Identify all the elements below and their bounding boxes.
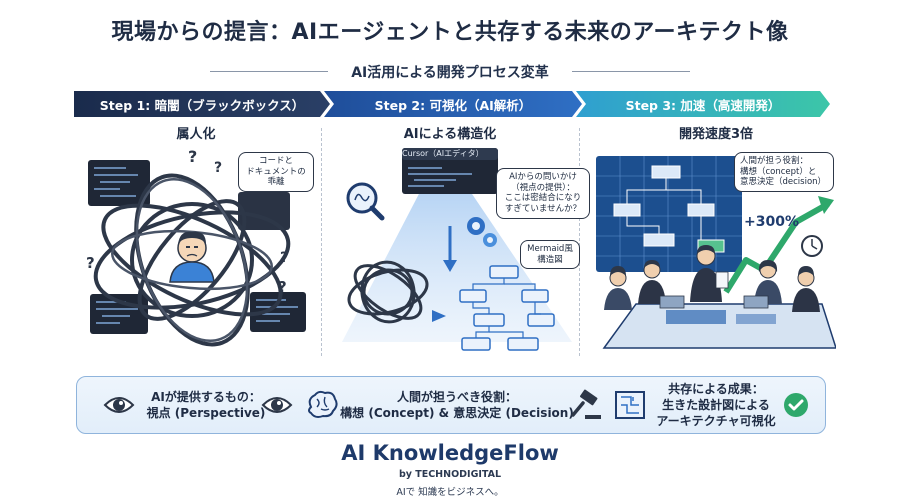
ai-question-bubble: AIからの問いかけ （視点の提供）： ここは密結合になり すぎていませんか？ (496, 168, 590, 219)
column-divider-1 (321, 128, 322, 356)
small-tangle (347, 260, 429, 324)
laptop-icon (743, 295, 769, 309)
step-3-title: 開発速度3倍 (678, 127, 754, 142)
question-icon: ? (86, 254, 95, 272)
column-divider-2 (579, 128, 580, 356)
summary-ai-provides: AIが提供するもの： 視点 (Perspective) (146, 389, 266, 420)
step-1-title: 属人化 (176, 127, 216, 142)
ai-structuring-illustration (342, 148, 572, 351)
mermaid-diagram-bubble: Mermaid風 構造図 (520, 240, 580, 270)
down-arrow (443, 260, 457, 272)
step-1-bubble: コードと ドキュメントの 乖離 (238, 152, 314, 192)
step-1-chevron: Step 1: 暗闇（ブラックボックス） (74, 91, 330, 117)
gavel-icon (569, 389, 603, 425)
eye-icon (103, 391, 135, 423)
code-screen-bottom-right (250, 292, 306, 332)
step-1-illustration: ? ? ? ? ? コードと ドキュメントの 乖離 (80, 142, 314, 364)
eye-icon (261, 391, 293, 423)
question-icon: ? (278, 278, 287, 296)
ai-beam (342, 188, 572, 342)
growth-label: +300% (744, 214, 799, 230)
code-lines-top-left (94, 167, 138, 197)
brain-icon (305, 389, 339, 425)
clock-icon (801, 235, 823, 257)
question-icons: ? ? ? ? ? (86, 147, 288, 296)
check-icon (783, 392, 809, 422)
summary-human-role: 人間が担うべき役割： 構想 (Concept) & 意思決定 (Decision… (340, 389, 574, 420)
acceleration-illustration (596, 156, 836, 349)
brand-name: AI KnowledgeFlow (341, 441, 559, 465)
summary-box: AIが提供するもの： 視点 (Perspective) 人間が担うべき役割： 構… (76, 376, 826, 434)
subtitle-line-left (210, 71, 328, 72)
structured-flowchart (459, 265, 555, 351)
step-2-chevron: Step 2: 可視化（AI解析） (324, 91, 582, 117)
brand-tagline: AIで 知識をビジネスへ。 (396, 487, 504, 498)
step-2-title: AIによる構造化 (403, 127, 497, 142)
code-screen-top-left (88, 160, 150, 206)
team-people (604, 245, 820, 312)
question-icon: ? (280, 250, 288, 266)
question-icon: ? (214, 160, 222, 176)
ai-editor-label: Cursor（AIエディタ） (402, 149, 484, 158)
page-subtitle: AI活用による開発プロセス変革 (351, 65, 549, 81)
page-title: 現場からの提言：AIエージェントと共存する未来のアーキテクト像 (111, 20, 789, 45)
step-2-illustration: Cursor（AIエディタ） AIからの問いかけ （視点の提供）： ここは密結合… (332, 142, 590, 364)
step-3-role-bubble: 人間が担う役割： 構想（concept）と 意思決定（decision） (734, 152, 834, 192)
laptop-icon (659, 295, 685, 309)
summary-result: 共存による成果： 生きた設計図による アーキテクチャ可視化 (656, 381, 776, 429)
step-chevrons: Step 1: 暗闇（ブラックボックス） Step 2: 可視化（AI解析） S… (74, 91, 830, 117)
question-icon: ? (188, 147, 197, 166)
confused-person (169, 231, 215, 283)
blueprint-icon (613, 389, 647, 425)
step-3-illustration: 人間が担う役割： 構想（concept）と 意思決定（decision） +30… (596, 142, 836, 364)
meeting-table (602, 303, 836, 349)
tangle-illustration: ? ? ? ? ? (86, 147, 306, 347)
magnifier-icon (346, 182, 385, 221)
subtitle-line-right (572, 71, 690, 72)
gear-icon (467, 217, 497, 247)
step-3-chevron: Step 3: 加速（高速開発） (576, 91, 830, 117)
brand-by: by TECHNODIGITAL (398, 469, 502, 480)
